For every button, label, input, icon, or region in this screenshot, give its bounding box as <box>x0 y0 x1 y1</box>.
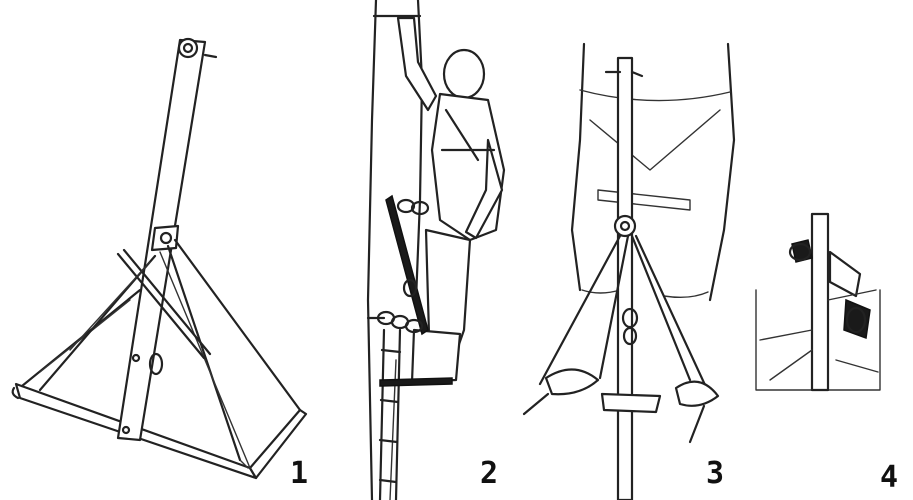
panel-3-label: 3 <box>706 456 724 491</box>
panel-2-label: 2 <box>480 456 498 491</box>
panel-2-climber-drawing <box>366 0 506 500</box>
panel-1-frame-drawing <box>11 37 308 480</box>
panel-3-harness-drawing <box>522 42 736 500</box>
panel-4-label: 4 <box>880 460 898 495</box>
panel-4-clamp-detail-drawing <box>755 212 881 392</box>
panel-1-label: 1 <box>290 456 308 491</box>
